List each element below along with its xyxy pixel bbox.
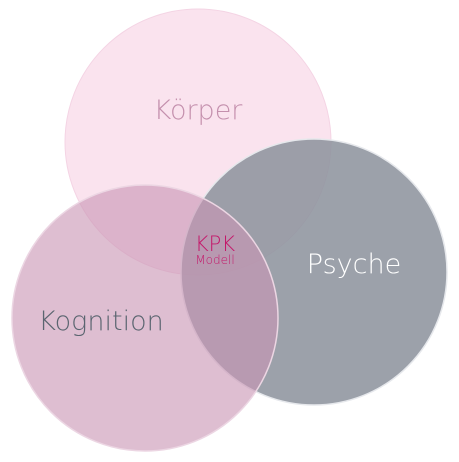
label-psyche: Psyche [307, 249, 401, 280]
circle-kognition [11, 184, 279, 452]
center-title: KPK [195, 232, 235, 256]
label-koerper: Körper [154, 95, 244, 126]
center-subtitle: Modell [195, 253, 234, 267]
label-kognition: Kognition [38, 306, 163, 337]
